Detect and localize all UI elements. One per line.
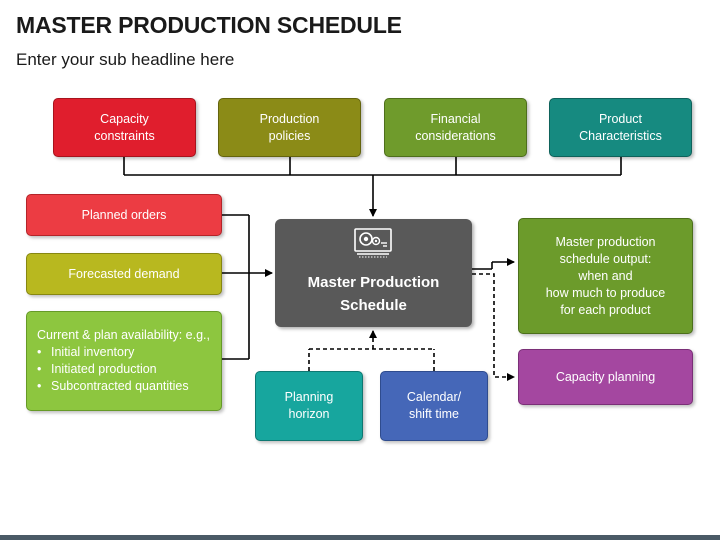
page-title: MASTER PRODUCTION SCHEDULE xyxy=(16,12,402,38)
server-gear-icon xyxy=(354,228,392,258)
production-policies-box: Production policies xyxy=(218,98,361,157)
forecasted-demand-box: Forecasted demand xyxy=(26,253,222,295)
capacity-planning-label: Capacity planning xyxy=(555,369,656,384)
financial-considerations-label: Financial considerations xyxy=(415,111,496,143)
schedule-output-label: Master production schedule output: when … xyxy=(545,234,666,317)
capacity-constraints-label: Capacity constraints xyxy=(94,111,155,143)
availability-item: Initiated production xyxy=(37,361,210,378)
capacity-planning-box: Capacity planning xyxy=(518,349,693,405)
availability-item: Initial inventory xyxy=(37,344,210,361)
page-subtitle: Enter your sub headline here xyxy=(16,50,235,69)
planning-horizon-box: Planning horizon xyxy=(255,371,363,441)
calendar-shift-time-box: Calendar/ shift time xyxy=(380,371,488,441)
planned-orders-label: Planned orders xyxy=(81,207,167,222)
product-characteristics-label: Product Characteristics xyxy=(579,111,662,143)
planned-orders-box: Planned orders xyxy=(26,194,222,236)
capacity-constraints-box: Capacity constraints xyxy=(53,98,196,157)
top-connector xyxy=(123,157,622,217)
master-production-schedule-box: Master Production Schedule xyxy=(275,219,472,327)
bottom-connector xyxy=(308,330,435,371)
availability-box: Current & plan availability: e.g., Initi… xyxy=(26,311,222,411)
availability-heading: Current & plan availability: e.g., xyxy=(37,328,211,342)
left-connector xyxy=(222,214,273,360)
footer-bar xyxy=(0,535,720,540)
forecasted-demand-label: Forecasted demand xyxy=(68,266,180,281)
financial-considerations-box: Financial considerations xyxy=(384,98,527,157)
output-connector xyxy=(472,258,515,381)
schedule-output-box: Master production schedule output: when … xyxy=(518,218,693,334)
availability-item: Subcontracted quantities xyxy=(37,378,210,395)
center-title: Master Production Schedule xyxy=(307,274,440,314)
product-characteristics-box: Product Characteristics xyxy=(549,98,692,157)
availability-list: Initial inventory Initiated production S… xyxy=(37,344,210,395)
planning-horizon-label: Planning horizon xyxy=(284,390,334,421)
calendar-shift-time-label: Calendar/ shift time xyxy=(406,390,462,421)
production-policies-label: Production policies xyxy=(259,111,320,143)
